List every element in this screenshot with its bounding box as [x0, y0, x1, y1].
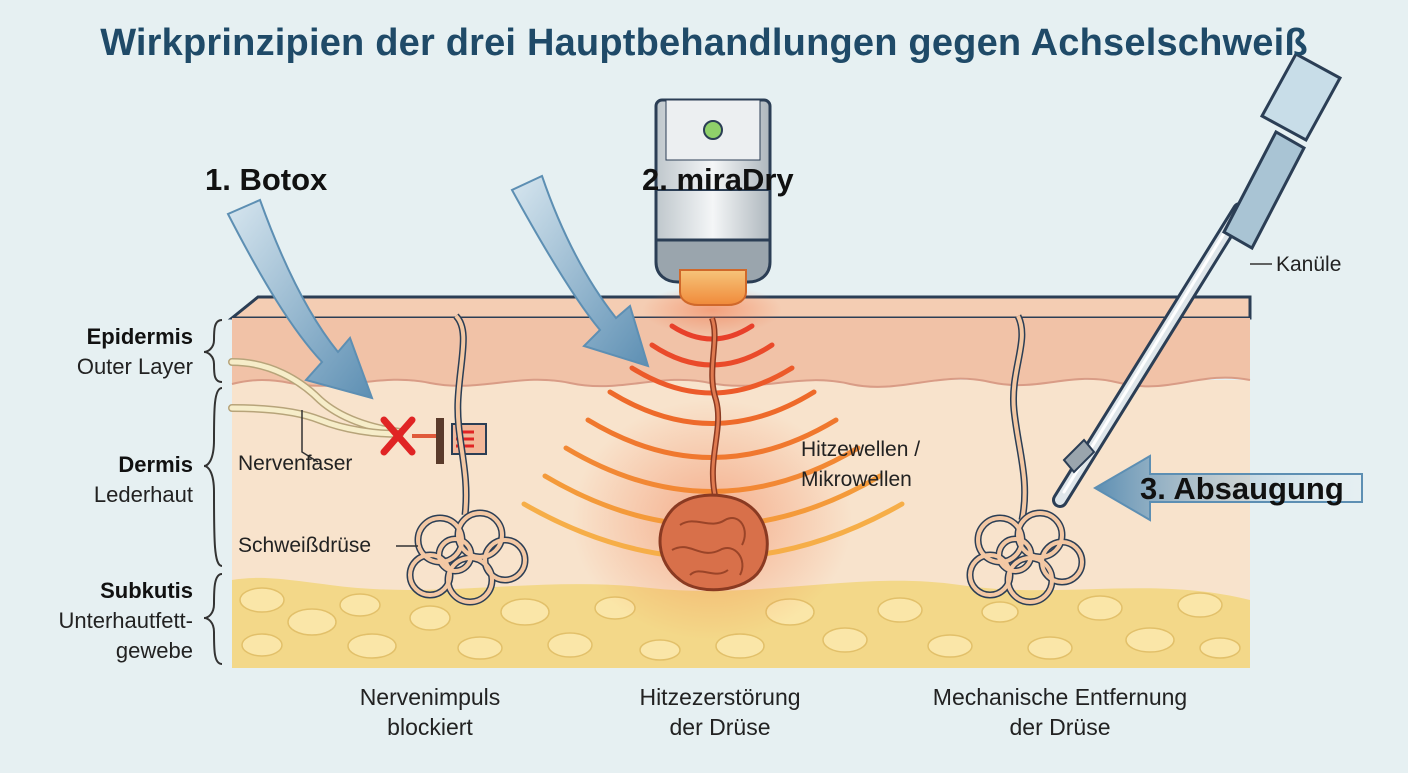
- miradry-probe: [654, 98, 772, 306]
- page-title: Wirkprinzipien der drei Hauptbehandlunge…: [100, 22, 1308, 64]
- caption-absaugung-line2: der Drüse: [1009, 714, 1111, 740]
- tip-glow: [642, 285, 782, 335]
- sweat-gland-2-destroyed: [658, 316, 769, 592]
- caption-absaugung-line1: Mechanische Entfernung: [932, 684, 1188, 710]
- heading-botox: 1. Botox: [205, 162, 328, 197]
- sweat-gland-3: [966, 314, 1086, 606]
- nerve-fiber: [228, 358, 404, 463]
- miradry-arrow: [510, 174, 650, 368]
- layer-brackets: [203, 319, 223, 665]
- sweat-gland-1: [406, 313, 529, 606]
- label-waves-line2: Mikrowellen: [801, 468, 912, 491]
- label-waves-line1: Hitzewellen /: [801, 438, 921, 461]
- layer-dermis-name: Dermis: [118, 452, 193, 477]
- layer-subkutis-sub2: gewebe: [115, 638, 193, 663]
- caption-absaugung: Mechanische Entfernung der Drüse: [900, 682, 1220, 742]
- epidermis-layer: [232, 318, 1250, 387]
- caption-botox: Nervenimpuls blockiert: [300, 682, 560, 742]
- status-led-icon: [703, 120, 723, 140]
- heading-absaugung: 3. Absaugung: [1140, 471, 1344, 506]
- caption-botox-line2: blockiert: [387, 714, 473, 740]
- label-sweat-gland: Schweißdrüse: [238, 534, 372, 557]
- layer-dermis-sub: Lederhaut: [93, 482, 193, 507]
- layer-subkutis-name: Subkutis: [100, 578, 193, 603]
- layer-epidermis-name: Epidermis: [86, 324, 193, 349]
- caption-miradry-line2: der Drüse: [669, 714, 771, 740]
- layer-subkutis-sub1: Unterhautfett-: [58, 608, 193, 633]
- label-cannula: Kanüle: [1276, 253, 1342, 276]
- epidermis-boundary: [231, 376, 1251, 388]
- absaugung-arrow: [1093, 454, 1363, 522]
- cannula: [1052, 51, 1343, 508]
- botox-arrow: [226, 198, 374, 400]
- caption-botox-line1: Nervenimpuls: [359, 684, 501, 710]
- nerve-block-x-icon: [380, 416, 416, 456]
- label-nerve-fiber: Nervenfaser: [238, 452, 353, 475]
- caption-miradry-line1: Hitzezerstörung: [639, 684, 801, 710]
- caption-miradry: Hitzezerstörung der Drüse: [600, 682, 840, 742]
- heading-miradry: 2. miraDry: [642, 162, 794, 197]
- layer-epidermis-sub: Outer Layer: [76, 354, 193, 379]
- fat-cells: [239, 587, 1241, 661]
